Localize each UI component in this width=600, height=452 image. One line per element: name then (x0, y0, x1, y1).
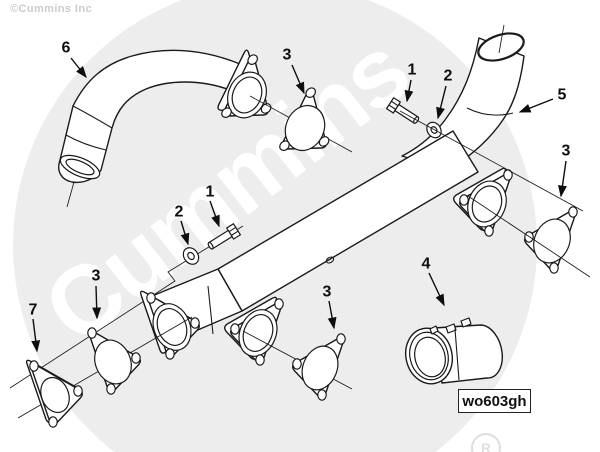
callout-number[interactable]: 3 (562, 143, 571, 160)
callout-number[interactable]: 5 (558, 87, 567, 104)
callout-arrow (436, 85, 447, 120)
callout-number[interactable]: 4 (422, 256, 431, 273)
callout-5-4[interactable]: 5 (518, 87, 567, 113)
registered-mark-letter: R (481, 441, 491, 452)
callout-number[interactable]: 3 (92, 268, 101, 285)
callout-number[interactable]: 6 (62, 40, 71, 57)
callout-arrow (404, 79, 414, 103)
centerline-upper-bolt (399, 110, 584, 212)
bolt-part-1-lower (207, 223, 241, 250)
callout-3-5[interactable]: 3 (558, 143, 571, 198)
callout-arrow (291, 64, 305, 95)
callout-1-6[interactable]: 1 (206, 184, 220, 228)
washer-part-2-lower (182, 247, 200, 265)
callout-number[interactable]: 3 (283, 47, 292, 64)
callout-2-7[interactable]: 2 (175, 204, 190, 246)
callout-arrow (327, 300, 337, 330)
callout-7-9[interactable]: 7 (29, 302, 41, 353)
callout-2-3[interactable]: 2 (436, 68, 453, 120)
callout-number[interactable]: 2 (175, 204, 184, 221)
callout-3-10[interactable]: 3 (323, 284, 337, 330)
gasket-part-3-right (523, 206, 578, 274)
manifold-port-flange-left (139, 290, 201, 360)
gasket-part-3-left (87, 327, 142, 395)
centerline-outlet-gasket (467, 195, 591, 278)
gasket-part-3-top (263, 85, 350, 171)
registered-mark-watermark: R (471, 433, 501, 452)
callout-arrow (70, 57, 87, 79)
callout-number[interactable]: 2 (444, 68, 453, 85)
mounting-plate-part-7 (25, 359, 84, 428)
callout-number[interactable]: 7 (29, 302, 38, 319)
callout-6-0[interactable]: 6 (62, 40, 87, 79)
callout-1-2[interactable]: 1 (404, 62, 417, 103)
callout-arrow (92, 285, 102, 320)
callout-3-1[interactable]: 3 (283, 47, 305, 95)
callout-3-8[interactable]: 3 (92, 268, 102, 320)
callout-4-11[interactable]: 4 (422, 256, 445, 307)
callout-arrow (209, 200, 220, 228)
figure-code-box: wo603gh (458, 389, 531, 413)
callout-arrow (428, 272, 445, 307)
manifold-port-flange-right (223, 296, 284, 366)
callouts-layer: 6 3 1 2 5 3 1 2 3 7 3 4 (29, 40, 571, 353)
gasket-part-3-bottom (291, 333, 346, 401)
cummins-watermark: Cummins (13, 0, 537, 452)
callout-arrow (518, 98, 554, 113)
callout-arrow (558, 160, 567, 198)
elbow-pipe-flange (202, 49, 292, 138)
callout-number[interactable]: 3 (323, 284, 332, 301)
callout-number[interactable]: 1 (206, 184, 215, 201)
elbow-pipe-part-6 (58, 49, 241, 208)
callout-arrow (180, 220, 190, 246)
callout-number[interactable]: 1 (408, 62, 417, 79)
clamp-part-4 (404, 317, 504, 385)
callout-arrow (31, 318, 41, 353)
copyright-notice: ©Cummins Inc (10, 3, 92, 15)
